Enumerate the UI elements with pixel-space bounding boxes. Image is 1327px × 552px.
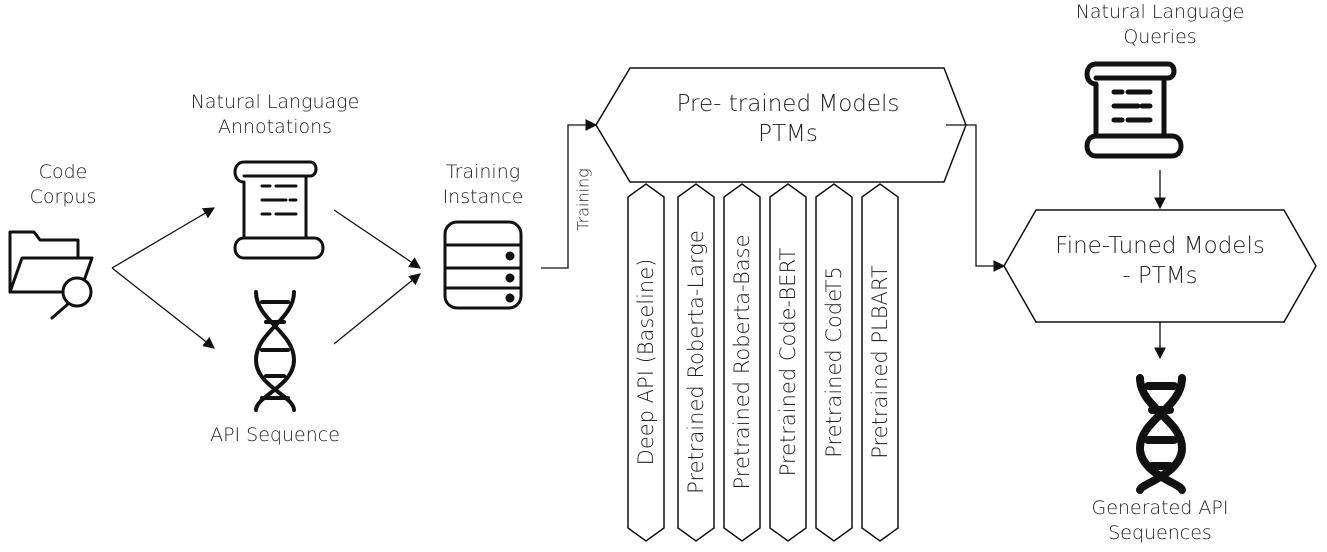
model-label-codebert: Pretrained Code-BERT — [776, 247, 800, 477]
model-label-roberta-base: Pretrained Roberta-Base — [730, 234, 754, 490]
finetuned-box-label: Fine-Tuned Models - PTMs — [1055, 233, 1265, 289]
nl-queries-label: Natural Language Queries — [1075, 1, 1245, 48]
arrow-sequence-to-db — [333, 273, 421, 345]
code-corpus-label: Code Corpus — [29, 161, 97, 208]
model-column — [769, 183, 807, 542]
arrow-ptm-to-finetuned — [946, 124, 1006, 272]
generated-api-label: Generated API Sequences — [1091, 497, 1229, 544]
model-columns — [627, 183, 899, 542]
api-sequence-label: API Sequence — [210, 424, 340, 446]
scroll-icon — [233, 160, 325, 260]
query-scroll-icon — [1084, 61, 1184, 159]
model-column — [627, 183, 665, 542]
generated-dna-icon — [1135, 374, 1187, 494]
connectors — [111, 119, 1166, 360]
model-label-plbart: Pretrained PLBART — [868, 265, 892, 459]
finetuned-box — [1003, 209, 1317, 323]
model-column — [677, 183, 715, 542]
dna-icon — [253, 290, 297, 412]
arrow-corpus-to-annotations — [111, 207, 216, 269]
ptm-box-label: Pre- trained Models PTMs — [676, 91, 900, 147]
arrow-annotations-to-db — [333, 209, 421, 269]
arrow-corpus-to-sequence — [111, 267, 215, 349]
model-column — [723, 183, 761, 542]
training-edge-label: Training — [573, 168, 593, 231]
model-label-roberta-large: Pretrained Roberta-Large — [684, 230, 708, 494]
folder-search-icon — [8, 230, 94, 320]
arrow-db-to-ptm — [541, 119, 598, 269]
database-icon — [443, 220, 523, 310]
model-column — [861, 183, 899, 542]
model-label-deep-api: Deep API (Baseline) — [634, 258, 658, 466]
training-instance-label: Training Instance — [442, 161, 524, 208]
model-column — [815, 183, 853, 542]
model-label-codet5: Pretrained CodeT5 — [822, 266, 846, 458]
nl-annotations-label: Natural Language Annotations — [190, 91, 360, 138]
